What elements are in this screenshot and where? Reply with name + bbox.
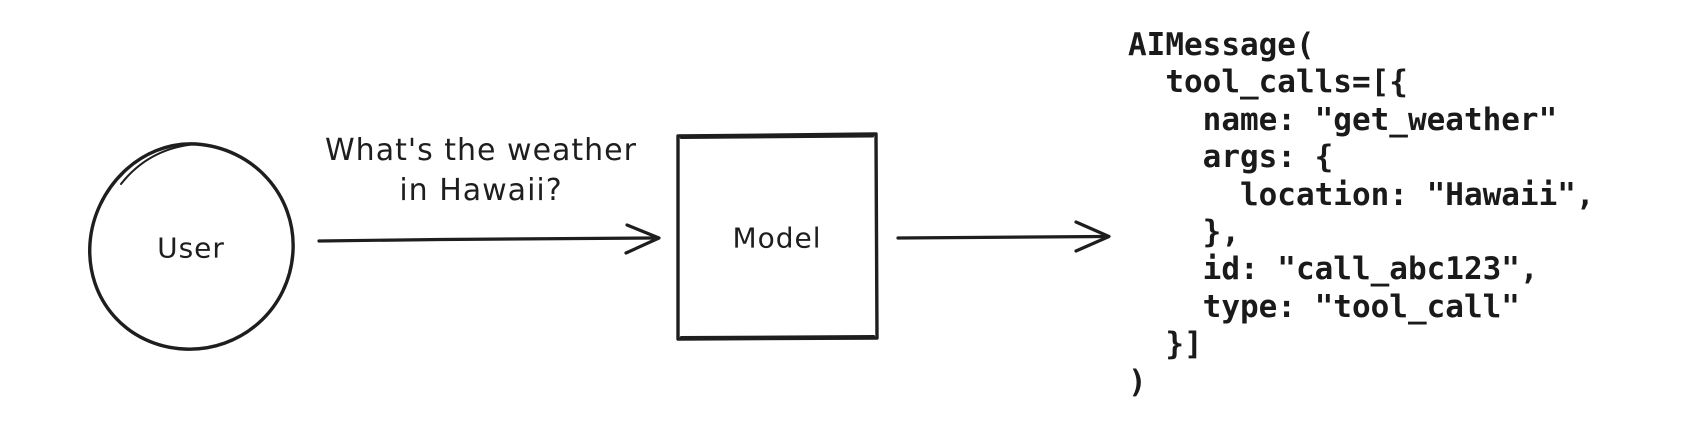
code-line: id: "call_abc123", <box>1128 251 1539 288</box>
user-circle-shape <box>88 142 295 351</box>
user-node-label: User <box>157 231 225 265</box>
request-arrow-label-line1: What's the weather <box>325 133 637 168</box>
code-line: args: { <box>1128 139 1334 176</box>
code-line: ) <box>1128 363 1147 400</box>
code-line: name: "get_weather" <box>1128 101 1558 138</box>
request-arrow-label: What's the weather in Hawaii? <box>325 131 637 211</box>
code-line: }, <box>1128 214 1240 251</box>
code-line: tool_calls=[{ <box>1128 64 1408 101</box>
output-arrow <box>896 220 1111 253</box>
code-line: }] <box>1128 326 1203 363</box>
code-line: AIMessage( <box>1128 27 1315 63</box>
request-arrow <box>317 223 661 255</box>
code-line: type: "tool_call" <box>1128 288 1520 325</box>
request-arrow-label-line2: in Hawaii? <box>399 173 563 208</box>
aimessage-code-block: AIMessage( tool_calls=[{ name: "get_weat… <box>1128 27 1595 401</box>
model-node-label: Model <box>732 221 822 255</box>
model-box-shape <box>676 132 879 341</box>
code-line: location: "Hawaii", <box>1128 176 1595 213</box>
